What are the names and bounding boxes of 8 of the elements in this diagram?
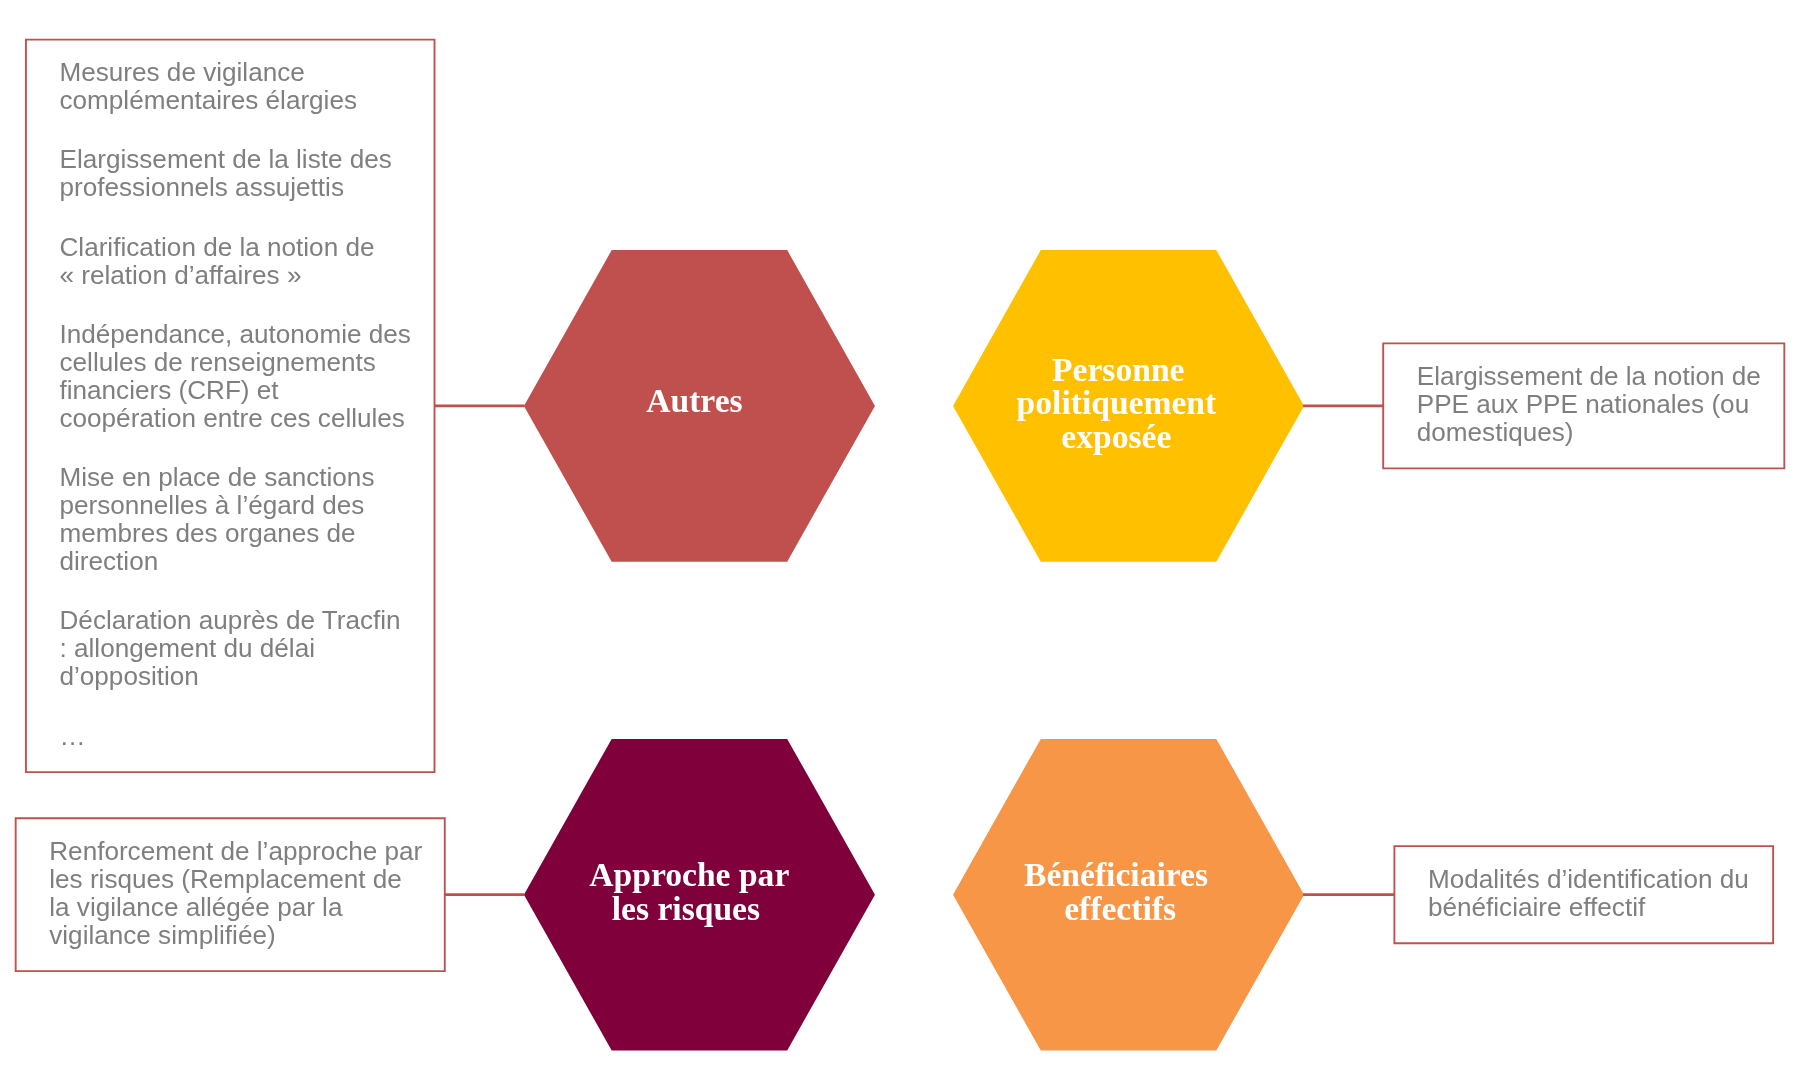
node-box: Elargissement de la notion de PPE aux PPE nationales (ou domestiques): [1382, 341, 1786, 469]
node-box: Modalités d’identification du bénéficiaire effectif: [1393, 844, 1775, 944]
node-box: Mesures de vigilance complémentaires élargies Elargissement de la liste des professionnels assujettis Clarification de la notion de « relation d’affaires » Indépendance, autonomie des cellules de renseignements financiers (CRF) et coopération entre ces cellules Mise en place de sanctions personnelles à l’égard des membres des organes de direction Déclaration auprès de Tracfin : allongement du délai d’opposition …: [25, 38, 436, 773]
connector: [1303, 404, 1383, 407]
connector: [1303, 892, 1395, 896]
node-box: Renforcement de l’approche par les risques (Remplacement de la vigilance allégée par la vigilance simplifiée): [14, 816, 446, 972]
connector: [434, 404, 525, 407]
connector: [445, 892, 525, 896]
